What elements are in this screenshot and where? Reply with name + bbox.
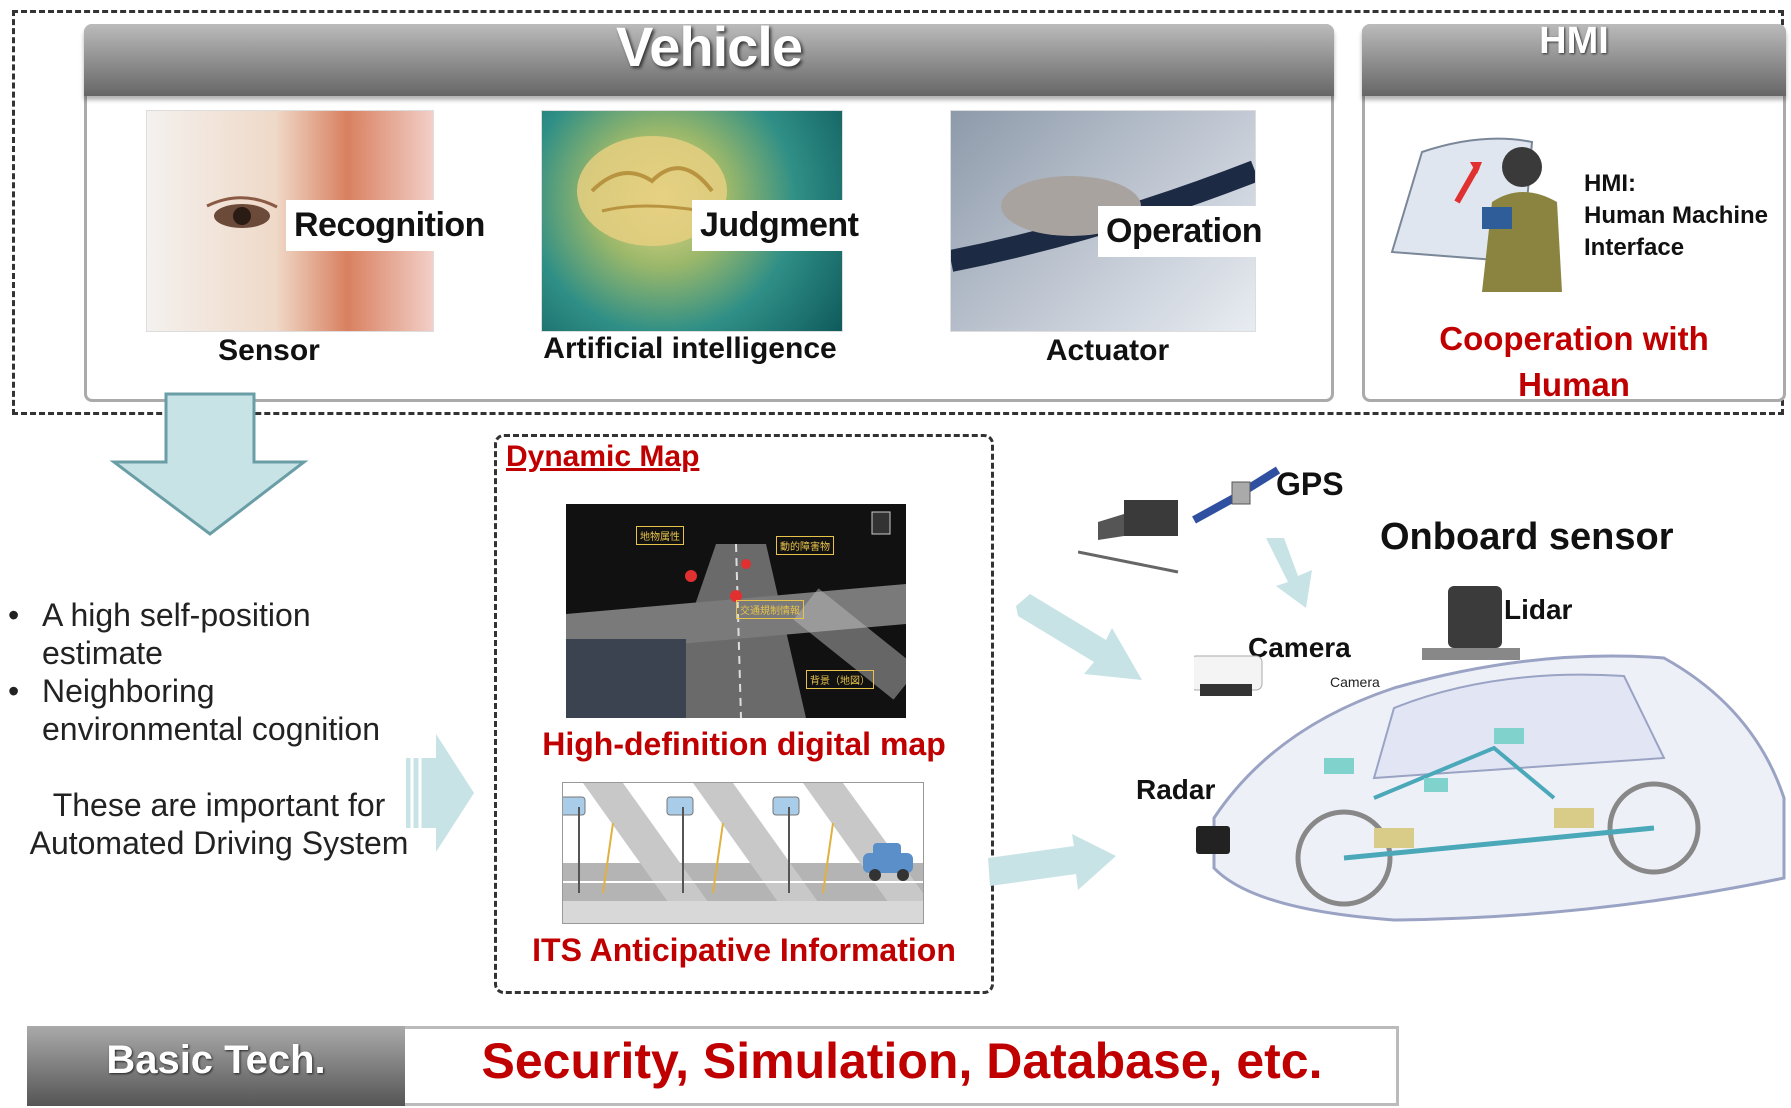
- sensor-caption: Sensor: [218, 334, 320, 367]
- hd-map-illustration: [566, 511, 919, 719]
- its-label: ITS Anticipative Information: [532, 932, 956, 968]
- vehicle-header-bar: [84, 24, 1334, 96]
- bullet-dot: •: [8, 673, 20, 709]
- satellite-icon: [1192, 466, 1280, 524]
- operation-label: Operation: [1098, 206, 1271, 257]
- vehicle-title: Vehicle: [615, 15, 803, 78]
- note-line1: These are important for: [52, 787, 386, 823]
- bullet-2-line1: Neighboring: [42, 673, 215, 709]
- right-arrow-icon: [406, 734, 474, 852]
- recognition-label: Recognition: [286, 200, 493, 251]
- hmi-header-bar: [1362, 24, 1786, 96]
- bullet-2-line2: environmental cognition: [42, 711, 380, 747]
- down-arrow-icon: [109, 392, 309, 536]
- arrow-to-car-upper: [1016, 594, 1142, 680]
- bullet-dot: •: [8, 597, 20, 633]
- camera-label: Camera: [1248, 632, 1351, 663]
- car-illustration: [1194, 654, 1786, 922]
- hmi-desc-line3: Interface: [1584, 234, 1685, 261]
- arrow-gps-down: [1266, 538, 1312, 608]
- hd-map-image: 地物属性 動的障害物 交通規制情報 背景（地図）: [566, 504, 919, 719]
- camera-device-icon: [1078, 500, 1179, 574]
- hmi-title: HMI: [1539, 20, 1609, 62]
- map-tag-feature: 地物属性: [636, 526, 684, 545]
- ai-caption: Artificial intelligence: [543, 332, 837, 365]
- hmi-desc-line2: Human Machine: [1584, 202, 1769, 229]
- dynamic-map-title: Dynamic Map: [506, 440, 700, 473]
- brain-icon: [577, 136, 727, 246]
- map-tag-traffic: 交通規制情報: [736, 600, 804, 619]
- bullet-1-line2: estimate: [42, 635, 163, 671]
- gps-label: GPS: [1276, 466, 1344, 502]
- dynamic-map-box: [494, 434, 994, 994]
- basic-tech-text: Security, Simulation, Database, etc.: [481, 1033, 1323, 1089]
- map-tag-background: 背景（地図）: [806, 670, 874, 689]
- note-line2: Automated Driving System: [29, 825, 409, 861]
- basic-tech-label: Basic Tech.: [106, 1038, 326, 1082]
- judgment-label: Judgment: [692, 200, 867, 251]
- actuator-caption: Actuator: [1045, 334, 1170, 367]
- lidar-label: Lidar: [1504, 594, 1573, 625]
- radar-label: Radar: [1136, 774, 1216, 805]
- lidar-device-icon: [1422, 586, 1520, 660]
- its-image: [558, 782, 924, 924]
- bullet-1-line1: A high self-position: [42, 597, 311, 633]
- hd-map-label: High-definition digital map: [542, 726, 946, 762]
- cooperation-line1: Cooperation with: [1439, 320, 1709, 357]
- basic-tech-label-bg: [27, 1026, 405, 1106]
- radar-device-icon: [1196, 826, 1230, 854]
- onboard-title: Onboard sensor: [1380, 516, 1674, 558]
- its-illustration: [558, 783, 923, 923]
- eye-icon: [206, 196, 278, 228]
- map-tag-dynamic: 動的障害物: [776, 536, 834, 555]
- cooperation-line2: Human: [1518, 366, 1630, 403]
- camera-small-label: Camera: [1330, 674, 1380, 690]
- hmi-driver-illustration: [1390, 137, 1562, 292]
- arrow-to-car-lower: [988, 834, 1116, 890]
- hmi-desc-line1: HMI:: [1584, 170, 1636, 197]
